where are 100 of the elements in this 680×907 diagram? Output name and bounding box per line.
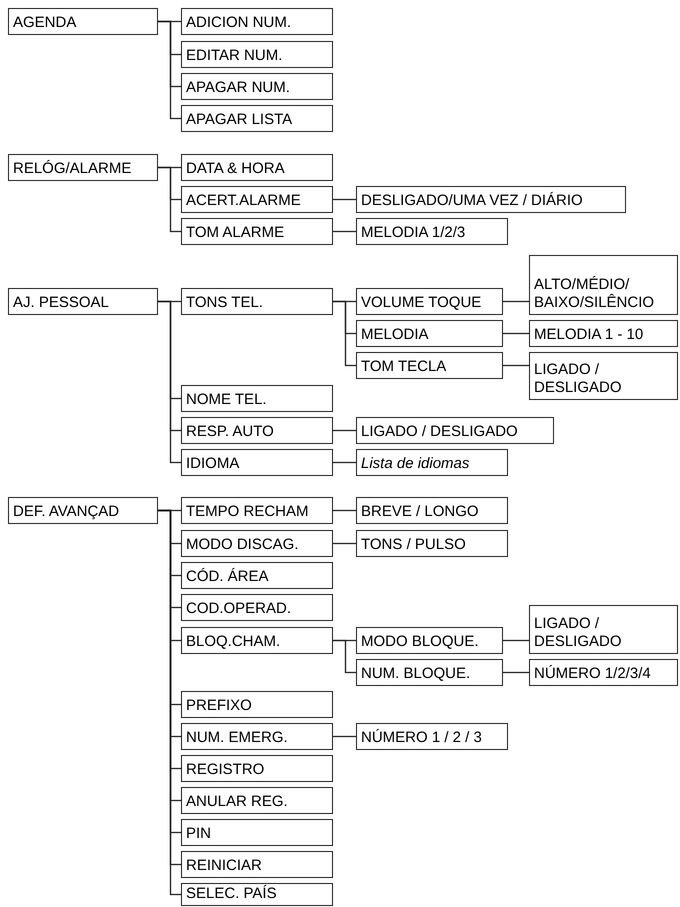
menu-label: PIN xyxy=(186,825,212,844)
menu-box xyxy=(8,8,158,35)
menu-box xyxy=(356,449,508,476)
menu-box xyxy=(356,627,503,654)
menu-box xyxy=(181,497,333,524)
connector-line xyxy=(503,332,529,334)
menu-label: Lista de idiomas xyxy=(361,455,470,474)
menu-box xyxy=(529,605,678,654)
menu-box xyxy=(181,755,333,782)
menu-label: DESLIGADO/UMA VEZ / DIÁRIO xyxy=(361,192,584,211)
connector-line xyxy=(333,230,356,232)
menu-box xyxy=(181,288,333,315)
menu-label: LIGADO / DESLIGADO xyxy=(361,423,519,442)
menu-label: DATA & HORA xyxy=(186,160,286,179)
menu-box xyxy=(529,320,678,347)
connector-line xyxy=(158,166,181,232)
menu-label: ALTO/MÉDIO/ BAIXO/SILÊNCIO xyxy=(534,276,656,313)
menu-box xyxy=(529,659,678,686)
menu-label: TOM TECLA xyxy=(361,358,448,377)
menu-box xyxy=(181,186,333,213)
menu-box xyxy=(356,352,503,379)
menu-box xyxy=(181,851,333,878)
menu-label: NÚMERO 1 / 2 / 3 xyxy=(361,729,483,748)
menu-box xyxy=(356,186,626,213)
connector-line xyxy=(158,300,181,464)
menu-box xyxy=(181,627,333,654)
menu-label: NUM. BLOQUE. xyxy=(361,665,472,684)
menu-label: DEF. AVANÇAD xyxy=(13,503,120,522)
menu-label: NOME TEL. xyxy=(186,391,268,410)
menu-box xyxy=(181,449,333,476)
menu-label: LIGADO / DESLIGADO xyxy=(534,614,623,652)
menu-label: NUM. EMERG. xyxy=(186,729,289,748)
menu-label: RESP. AUTO xyxy=(186,423,275,442)
menu-box xyxy=(181,417,333,444)
menu-label: BLOQ.CHAM. xyxy=(186,633,282,652)
menu-box xyxy=(181,530,333,557)
menu-box xyxy=(529,352,678,400)
menu-label: NÚMERO 1/2/3/4 xyxy=(534,665,652,684)
menu-label: TONS / PULSO xyxy=(361,536,467,555)
menu-box xyxy=(181,723,333,750)
menu-label: CÓD. ÁREA xyxy=(186,568,270,587)
menu-box xyxy=(356,659,503,686)
menu-box xyxy=(181,819,333,846)
menu-label: VOLUME TOQUE xyxy=(361,294,482,313)
connector-line xyxy=(333,300,356,366)
menu-box xyxy=(8,154,158,181)
menu-box xyxy=(181,691,333,718)
menu-label: MODO DISCAG. xyxy=(186,536,300,555)
menu-label: AGENDA xyxy=(13,14,78,33)
connector-line xyxy=(158,20,181,120)
menu-label: MODO BLOQUE. xyxy=(361,633,480,652)
menu-box xyxy=(181,41,333,68)
menu-box xyxy=(181,154,333,181)
connector-line xyxy=(333,640,356,674)
menu-label: EDITAR NUM. xyxy=(186,47,284,66)
connector-line xyxy=(333,198,356,200)
menu-box xyxy=(181,8,333,35)
menu-box xyxy=(181,594,333,621)
menu-label: MELODIA 1 - 10 xyxy=(534,326,644,345)
menu-label: APAGAR NUM. xyxy=(186,79,291,98)
menu-box xyxy=(181,218,333,245)
menu-box xyxy=(356,218,508,245)
menu-box xyxy=(356,530,508,557)
menu-label: PREFIXO xyxy=(186,697,253,716)
menu-label: APAGAR LISTA xyxy=(186,111,294,130)
menu-label: LIGADO / DESLIGADO xyxy=(534,360,623,398)
menu-label: REGISTRO xyxy=(186,761,266,780)
connector-line xyxy=(503,364,529,366)
connector-line xyxy=(333,462,356,464)
menu-box xyxy=(356,320,503,347)
connector-line xyxy=(503,300,529,302)
menu-label: ADICION NUM. xyxy=(186,14,292,33)
menu-label: MELODIA xyxy=(361,326,430,345)
menu-box xyxy=(8,288,158,315)
menu-box xyxy=(356,288,503,315)
connector-line xyxy=(333,542,356,544)
menu-label: MELODIA 1/2/3 xyxy=(361,224,466,243)
connector-line xyxy=(333,430,356,432)
menu-label: COD.OPERAD. xyxy=(186,600,292,619)
menu-label: TOM ALARME xyxy=(186,224,286,243)
menu-label: ACERT.ALARME xyxy=(186,192,302,211)
menu-label: TEMPO RECHAM xyxy=(186,503,310,522)
menu-box xyxy=(8,497,158,524)
menu-box xyxy=(356,723,508,750)
menu-box xyxy=(181,105,333,132)
menu-label: RELÓG/ALARME xyxy=(13,160,132,179)
connector-line xyxy=(503,640,529,642)
connector-line xyxy=(333,510,356,512)
menu-box xyxy=(181,787,333,814)
menu-box xyxy=(529,255,678,315)
menu-label: REINICIAR xyxy=(186,857,263,876)
menu-label: AJ. PESSOAL xyxy=(13,294,110,313)
connector-line xyxy=(503,672,529,674)
menu-label: IDIOMA xyxy=(186,455,240,474)
menu-box xyxy=(356,417,554,444)
menu-label: SELEC. PAÍS xyxy=(186,885,278,904)
menu-box xyxy=(181,385,333,412)
menu-box xyxy=(356,497,508,524)
connector-line xyxy=(333,736,356,738)
menu-box xyxy=(181,883,333,906)
